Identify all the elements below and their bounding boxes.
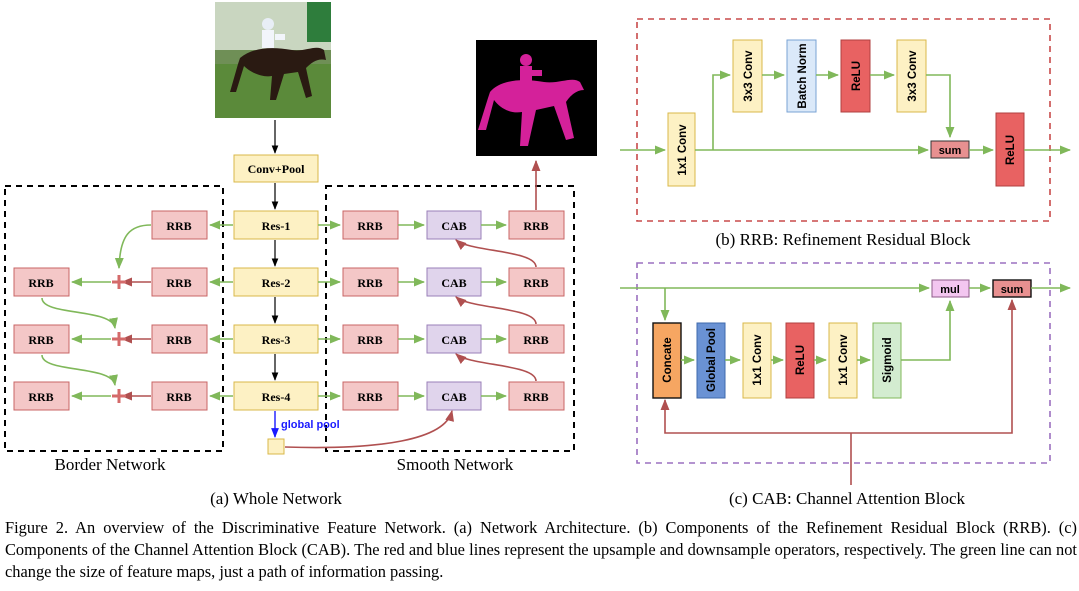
add-op-3 xyxy=(112,332,126,346)
smooth-rrb-in-1: RRB xyxy=(357,219,382,233)
smooth-cab-1: CAB xyxy=(441,219,466,233)
border-network-label: Border Network xyxy=(55,455,166,474)
border-rrb-out-3: RRB xyxy=(28,333,53,347)
smooth-rrb-out-1: RRB xyxy=(523,219,548,233)
border-rrb-out-4: RRB xyxy=(28,390,53,404)
border-rrb-2: RRB xyxy=(166,276,191,290)
smooth-network-frame xyxy=(325,185,575,452)
panel-c-caption: (c) CAB: Channel Attention Block xyxy=(729,489,966,508)
cab-1x1-conv-a: 1x1 Conv xyxy=(752,334,764,386)
cab-frame xyxy=(636,262,1051,464)
rrb-sum: sum xyxy=(939,145,962,157)
panel-a-caption: (a) Whole Network xyxy=(210,489,342,508)
rrb-3x3-conv-a: 3x3 Conv xyxy=(743,50,755,102)
stem-conv-pool: Conv+Pool xyxy=(248,162,306,176)
cab-1x1-conv-b: 1x1 Conv xyxy=(838,334,850,386)
cab-concate: Concate xyxy=(662,337,674,382)
smooth-cab-2: CAB xyxy=(441,276,466,290)
cab-global-pool: Global Pool xyxy=(706,328,718,392)
smooth-cab-3: CAB xyxy=(441,333,466,347)
cab-sigmoid: Sigmoid xyxy=(882,337,894,382)
cab-mul: mul xyxy=(940,284,960,296)
border-rrb-4: RRB xyxy=(166,390,191,404)
dfn-diagram: Conv+Pool Res-1 Res-2 Res-3 Res-4 global… xyxy=(4,2,1072,508)
panel-a-whole-network: Conv+Pool Res-1 Res-2 Res-3 Res-4 global… xyxy=(4,2,597,508)
figure-caption: Figure 2. An overview of the Discriminat… xyxy=(5,518,1077,581)
border-rrb-out-2: RRB xyxy=(28,276,53,290)
add-op-4 xyxy=(112,389,126,403)
smooth-rrb-in-2: RRB xyxy=(357,276,382,290)
panel-c-cab: Concate Global Pool 1x1 Conv ReLU 1x1 Co… xyxy=(620,262,1072,508)
border-rrb-3: RRB xyxy=(166,333,191,347)
smooth-rrb-out-2: RRB xyxy=(523,276,548,290)
input-photo xyxy=(215,2,331,118)
smooth-rrb-out-3: RRB xyxy=(523,333,548,347)
res-2-block: Res-2 xyxy=(262,276,291,290)
res-3-block: Res-3 xyxy=(262,333,291,347)
smooth-rrb-in-3: RRB xyxy=(357,333,382,347)
panel-b-caption: (b) RRB: Refinement Residual Block xyxy=(716,230,971,249)
border-rrb-1: RRB xyxy=(166,219,191,233)
res-1-block: Res-1 xyxy=(262,219,291,233)
panel-b-rrb: 1x1 Conv 3x3 Conv Batch Norm ReLU 3x3 Co… xyxy=(620,18,1072,249)
rrb-3x3-conv-b: 3x3 Conv xyxy=(907,50,919,102)
add-op-2 xyxy=(112,275,126,289)
cab-sum: sum xyxy=(1001,284,1024,296)
global-pool-label: global pool xyxy=(281,419,340,431)
rrb-relu: ReLU xyxy=(851,61,863,91)
smooth-rrb-out-4: RRB xyxy=(523,390,548,404)
smooth-cab-4: CAB xyxy=(441,390,466,404)
rrb-relu-out: ReLU xyxy=(1005,135,1017,165)
rrb-batch-norm: Batch Norm xyxy=(797,43,809,108)
smooth-network-label: Smooth Network xyxy=(397,455,514,474)
cab-relu: ReLU xyxy=(795,345,807,375)
smooth-rrb-in-4: RRB xyxy=(357,390,382,404)
segmentation-mask xyxy=(476,40,597,156)
rrb-1x1-conv: 1x1 Conv xyxy=(677,124,689,176)
res-4-block: Res-4 xyxy=(262,390,291,404)
